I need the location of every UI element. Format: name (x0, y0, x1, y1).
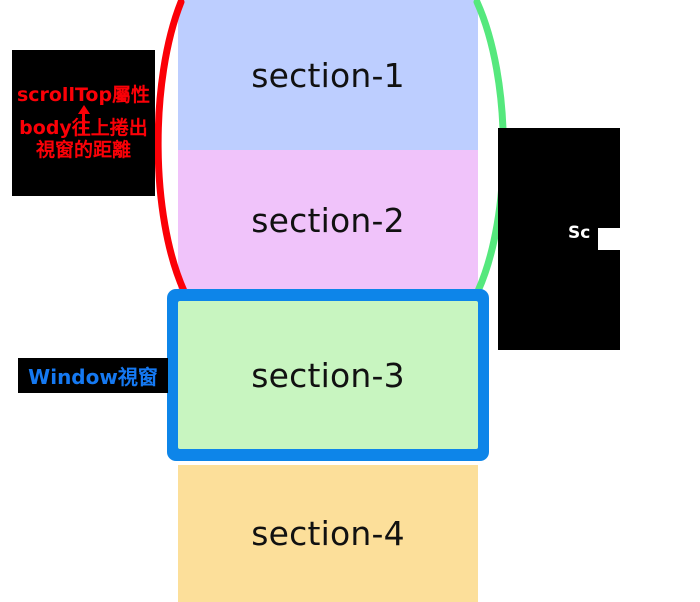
section-1-block: section-1 (178, 0, 478, 150)
section-2-block: section-2 (178, 150, 478, 290)
scroll-top-note-description-line-2: 視窗的距離 (35, 138, 131, 161)
scroll-top-note-box: scrollTop屬性 body往上捲出 視窗的距離 (12, 50, 155, 196)
window-note-label: Window視窗 (28, 365, 158, 389)
caption-occluder-bar (598, 228, 660, 250)
section-1-label: section-1 (251, 55, 405, 95)
section-2-label: section-2 (251, 200, 405, 240)
section-4-label: section-4 (251, 514, 405, 553)
scroll-top-note-heading: scrollTop屬性 (16, 84, 151, 107)
section-3-label: section-3 (251, 355, 405, 395)
scroll-height-note-caption: Sc (568, 223, 591, 243)
section-3-block: section-3 (178, 301, 478, 449)
window-viewport-frame: section-3 (167, 289, 489, 461)
section-4-block: section-4 (178, 465, 478, 602)
window-note-box: Window視窗 (18, 358, 168, 393)
